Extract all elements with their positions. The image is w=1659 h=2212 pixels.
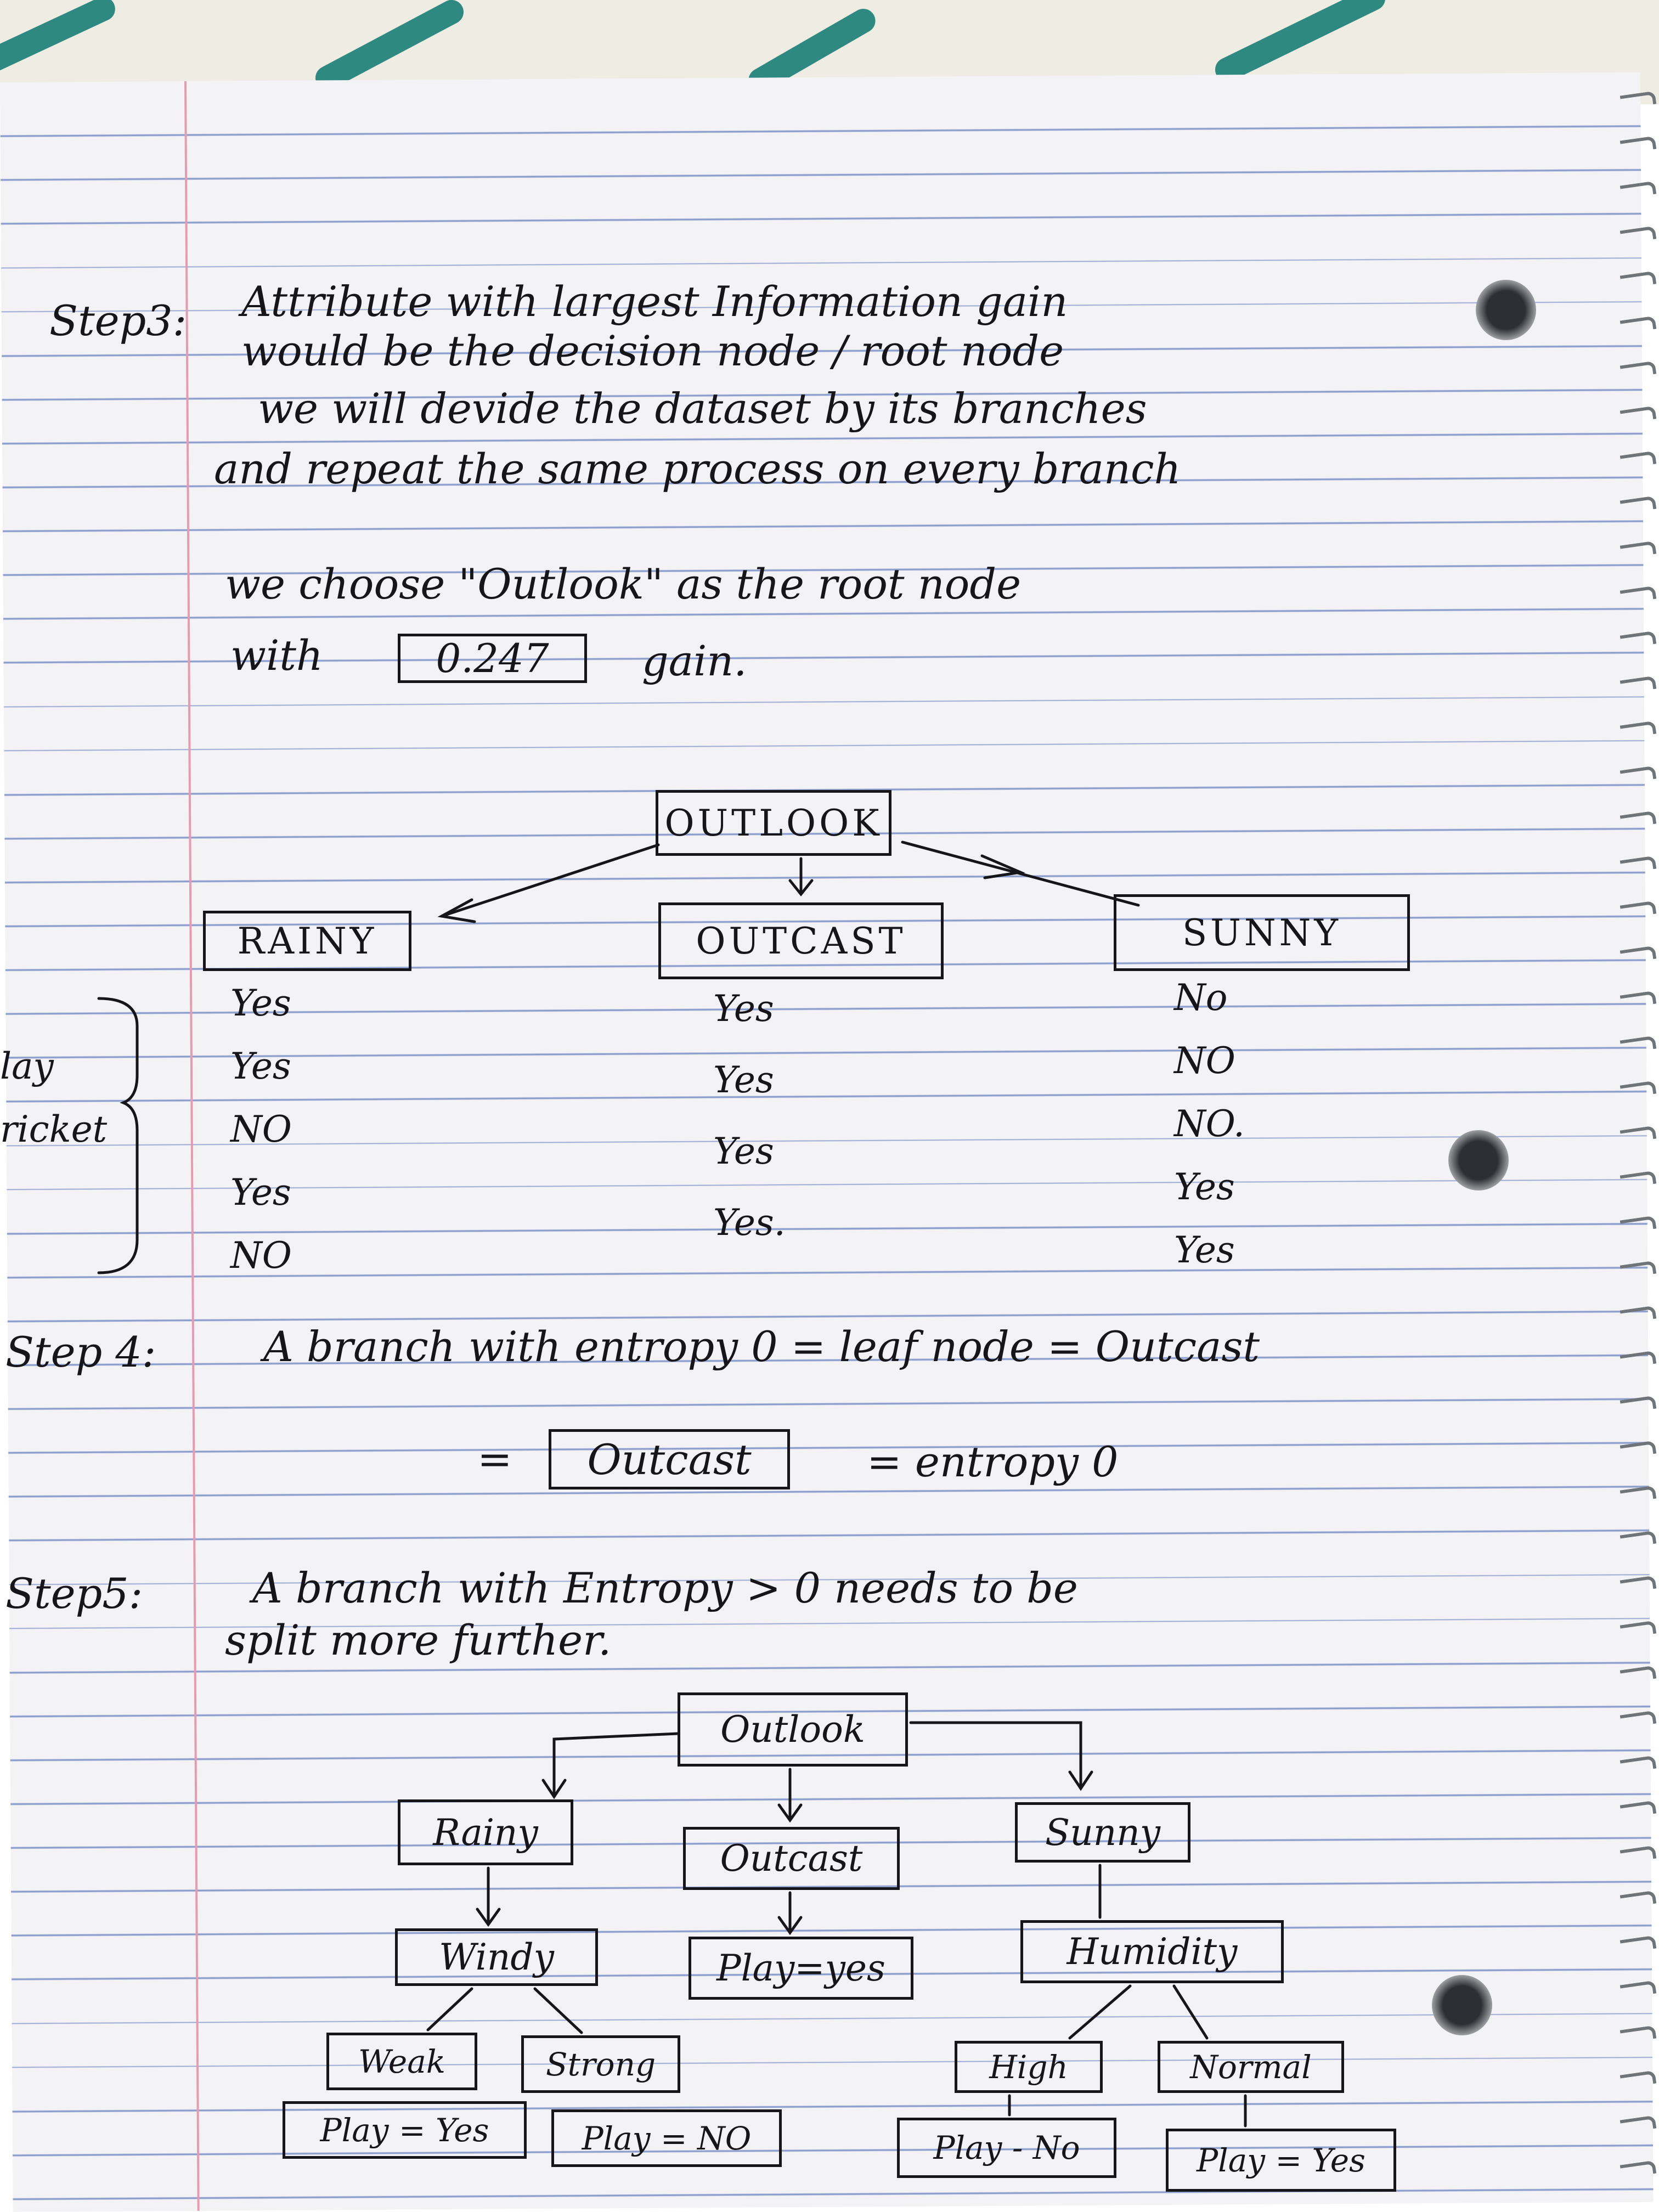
rainy-value: Yes [230,1171,291,1214]
step5-line2: split more further. [225,1616,612,1664]
side-label-cricket: ricket [0,1108,108,1150]
tree2-humidity: Humidity [1020,1920,1284,1983]
tree2-rainy: Rainy [398,1799,573,1865]
sunny-value: NO. [1174,1103,1245,1145]
step4-text: A branch with entropy 0 = leaf node = Ou… [263,1322,1260,1371]
side-label-play: lay [0,1045,54,1087]
tree2-normal-result: Play = Yes [1166,2129,1396,2192]
rainy-value: Yes [230,982,291,1024]
connector-outlook-rainy [552,1732,679,1796]
sunny-value: No [1174,977,1228,1019]
arrowhead-t2-rainy [541,1779,567,1799]
tree2-outcast: Outcast [683,1827,900,1890]
step4-equals: = [477,1435,512,1483]
arrow-outlook-rainy [440,843,660,918]
step3-gain: gain. [642,636,747,685]
punch-hole-middle [1448,1130,1509,1190]
tree1-sunny: SUNNY [1114,894,1410,971]
tree2-weak: Weak [326,2033,477,2090]
tree2-normal: Normal [1158,2041,1344,2093]
punch-hole-top [1476,280,1536,340]
tree1-rainy: RAINY [203,911,411,971]
gain-value-box: 0.247 [398,634,587,683]
outcast-value: Yes. [713,1201,786,1244]
outcast-value: Yes [713,1130,774,1172]
punch-hole-bottom [1432,1975,1492,2035]
tree2-sunny: Sunny [1015,1802,1190,1863]
rainy-value: NO [230,1234,292,1277]
tree2-root-outlook: Outlook [678,1692,908,1767]
tree1-outcast: OUTCAST [658,902,944,979]
step3-line1: Attribute with largest Information gain [241,277,1068,326]
step4-entropy-zero: = entropy 0 [867,1437,1119,1486]
step3-label: Step3: [49,296,187,345]
tree2-strong-result: Play = NO [551,2109,782,2167]
arrowhead-t2-outcast [777,1803,803,1823]
connector-humidity-normal [1172,1984,1209,2040]
tree2-windy: Windy [395,1928,598,1986]
connector-humidity-high [1068,1984,1132,2040]
arrowhead-windy [476,1908,501,1927]
step3-with: with [230,631,323,680]
tree2-weak-result: Play = Yes [283,2101,527,2159]
outcast-value: Yes [713,988,774,1030]
rainy-value: Yes [230,1045,291,1087]
sunny-value: NO [1174,1040,1235,1082]
sunny-value: Yes [1174,1166,1235,1208]
step5-line1: A branch with Entropy > 0 needs to be [252,1564,1078,1612]
step4-label: Step 4: [5,1328,156,1376]
connector-outlook-sunny [909,1721,1082,1787]
rainy-value: NO [230,1108,292,1150]
tree2-high-result: Play - No [897,2118,1116,2178]
arrowhead-t2-sunny [1068,1770,1093,1791]
sunny-value: Yes [1174,1229,1235,1271]
arrowhead-play [777,1916,803,1936]
arrowhead-sunny [980,854,1026,879]
connector-windy-strong [533,1987,583,2034]
step3-line5: we choose "Outlook" as the root node [225,560,1022,608]
arrowhead-outcast [788,879,814,897]
tree2-strong: Strong [521,2035,680,2093]
step3-line2: would be the decision node / root node [241,326,1064,375]
step5-label: Step5: [5,1569,143,1618]
tree2-play-yes: Play=yes [689,1937,913,2000]
outcast-value: Yes [713,1059,774,1101]
arrowhead-rainy [437,898,476,923]
step3-line3: we will devide the dataset by its branch… [258,384,1147,433]
tree1-root-outlook: OUTLOOK [656,790,891,856]
step3-line4: and repeat the same process on every bra… [214,444,1181,493]
tree2-high: High [955,2041,1103,2093]
connector-windy-weak [426,1987,473,2032]
curly-brace [97,997,139,1274]
outcast-box: Outcast [549,1429,790,1489]
